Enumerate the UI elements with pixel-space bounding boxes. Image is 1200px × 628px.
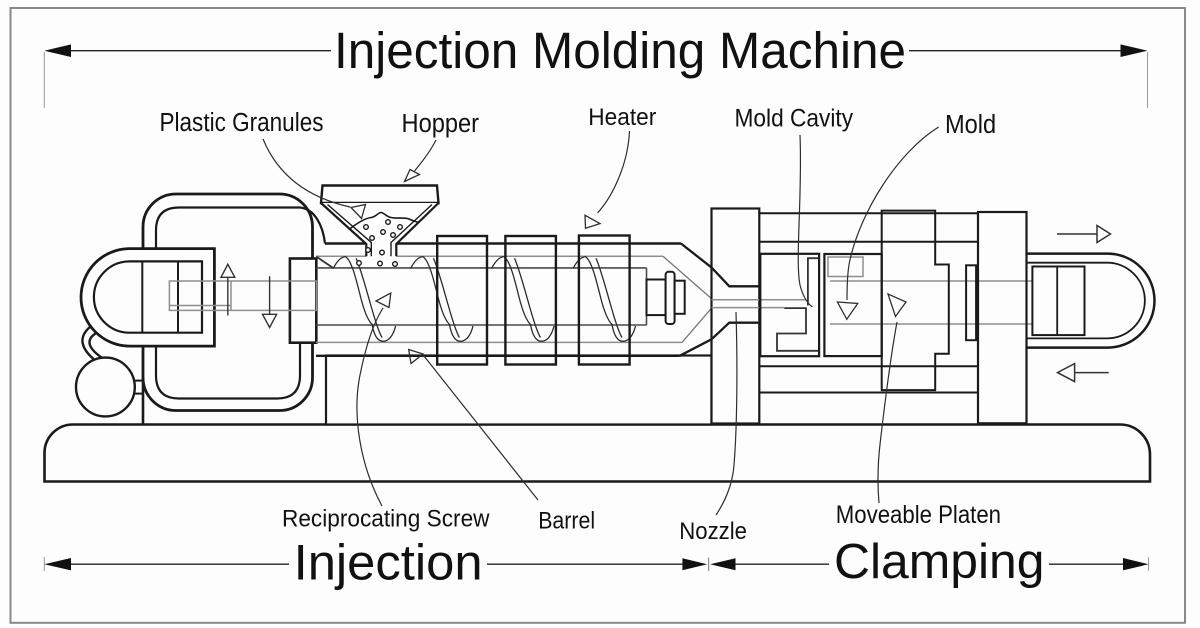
svg-text:Mold: Mold (945, 111, 996, 139)
svg-text:Clamping: Clamping (834, 534, 1045, 589)
svg-text:Injection: Injection (294, 535, 483, 591)
svg-text:Nozzle: Nozzle (679, 518, 747, 545)
svg-text:Mold Cavity: Mold Cavity (735, 105, 854, 133)
svg-text:Moveable Platen: Moveable Platen (836, 501, 1001, 529)
svg-text:Hopper: Hopper (402, 110, 480, 138)
svg-text:Plastic Granules: Plastic Granules (160, 109, 324, 137)
svg-text:Injection Molding Machine: Injection Molding Machine (334, 22, 906, 79)
svg-text:Heater: Heater (588, 104, 656, 131)
svg-text:Reciprocating Screw: Reciprocating Screw (282, 505, 490, 532)
svg-text:Barrel: Barrel (538, 508, 595, 535)
